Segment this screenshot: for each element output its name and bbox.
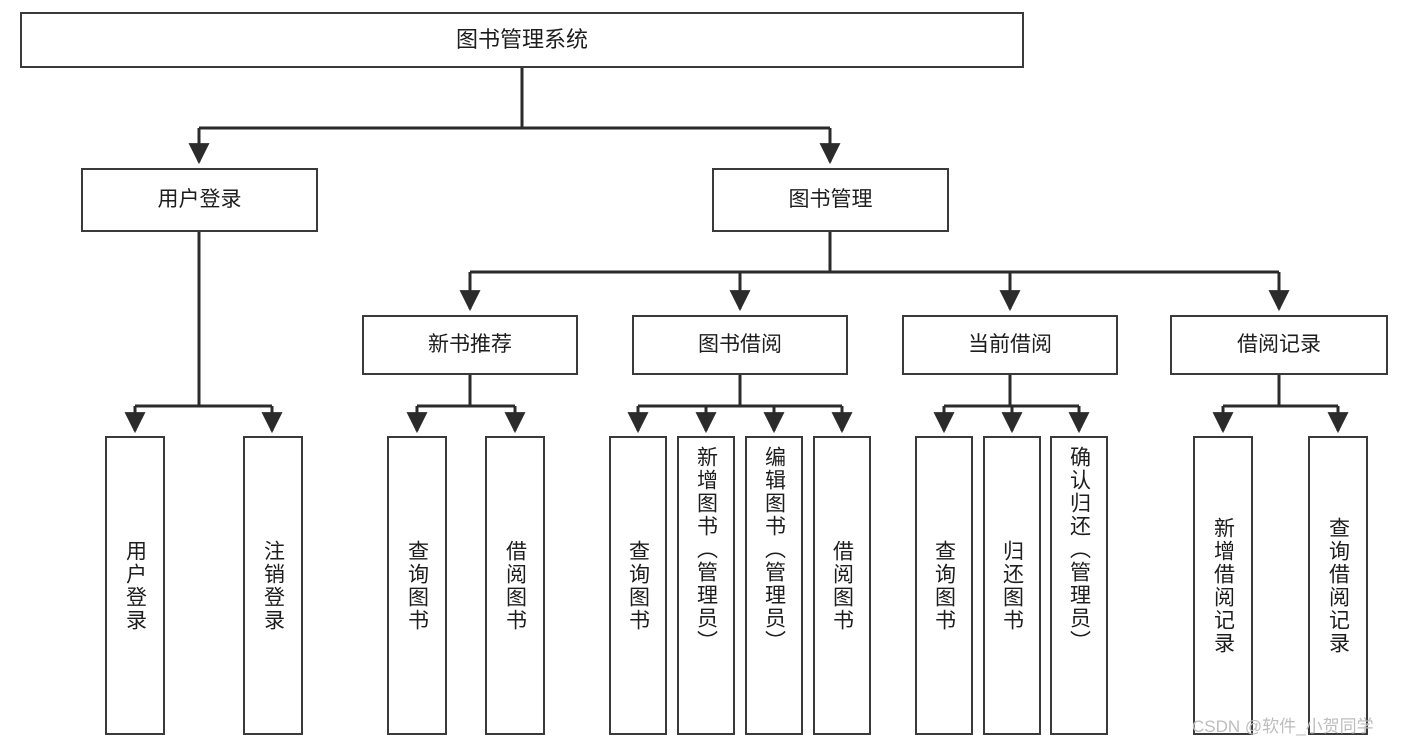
node-label: 查询图书 [626,539,650,632]
node-label: 查询图书 [932,539,956,632]
node-label: 查询图书 [405,539,429,632]
leaf-add-book-admin[interactable]: 新增图书（管理员） [677,436,735,735]
node-label: 借阅图书 [830,539,854,632]
node-label: 新增借阅记录 [1211,516,1235,655]
node-label: 图书管理 [788,187,873,211]
node-label: 借阅记录 [1237,332,1321,356]
leaf-user-login[interactable]: 用户登录 [105,436,165,735]
node-user-login[interactable]: 用户登录 [81,168,318,232]
leaf-borrow-book-recommend[interactable]: 借阅图书 [485,436,545,735]
node-root-library-system[interactable]: 图书管理系统 [20,12,1024,68]
node-label: 用户登录 [157,187,242,211]
leaf-logout[interactable]: 注销登录 [243,436,303,735]
node-label: 当前借阅 [968,332,1052,356]
node-book-borrow[interactable]: 图书借阅 [632,315,848,375]
node-label: 确认归还（管理员） [1067,446,1091,653]
node-book-management[interactable]: 图书管理 [712,168,949,232]
node-new-book-recommend[interactable]: 新书推荐 [362,315,578,375]
node-label: 查询借阅记录 [1326,516,1350,655]
leaf-query-book-current[interactable]: 查询图书 [915,436,973,735]
leaf-query-borrow-record[interactable]: 查询借阅记录 [1308,436,1368,735]
node-label: 用户登录 [123,539,147,632]
leaf-confirm-return-admin[interactable]: 确认归还（管理员） [1050,436,1108,735]
node-current-borrow[interactable]: 当前借阅 [902,315,1118,375]
csdn-watermark: CSDN @软件_小贺同学 [1192,717,1374,736]
node-label: 新增图书（管理员） [694,446,718,653]
leaf-edit-book-admin[interactable]: 编辑图书（管理员） [745,436,803,735]
leaf-query-book-recommend[interactable]: 查询图书 [387,436,447,735]
node-label: 新书推荐 [428,332,512,356]
node-label: 注销登录 [261,539,285,632]
node-label: 借阅图书 [503,539,527,632]
leaf-borrow-book[interactable]: 借阅图书 [813,436,871,735]
node-borrow-record[interactable]: 借阅记录 [1170,315,1388,375]
node-label: 图书借阅 [698,332,782,356]
node-label: 编辑图书（管理员） [762,446,786,653]
node-label: 图书管理系统 [455,27,588,53]
node-label: 归还图书 [1000,539,1024,632]
leaf-return-book[interactable]: 归还图书 [983,436,1041,735]
leaf-add-borrow-record[interactable]: 新增借阅记录 [1193,436,1253,735]
leaf-query-book-borrow[interactable]: 查询图书 [609,436,667,735]
